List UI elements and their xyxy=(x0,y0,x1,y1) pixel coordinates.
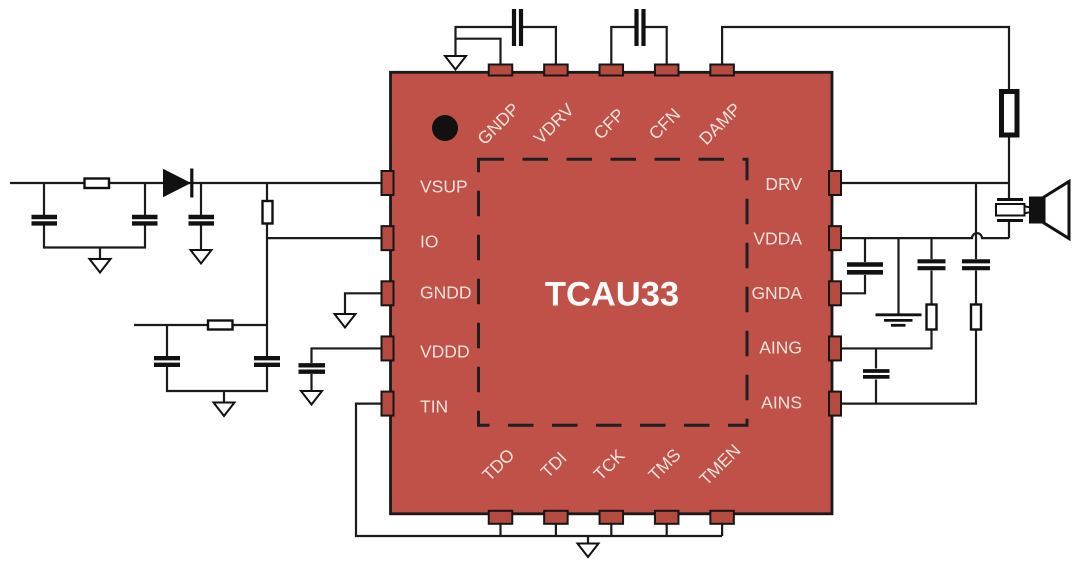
svg-text:DRV: DRV xyxy=(765,174,802,194)
svg-text:VDDA: VDDA xyxy=(753,229,802,249)
svg-text:GNDD: GNDD xyxy=(420,283,472,303)
svg-text:TIN: TIN xyxy=(420,397,448,417)
svg-text:IO: IO xyxy=(420,231,438,251)
svg-text:AING: AING xyxy=(759,338,802,358)
svg-text:GNDA: GNDA xyxy=(751,283,802,303)
svg-text:TCAU33: TCAU33 xyxy=(545,276,679,314)
svg-text:VSUP: VSUP xyxy=(420,176,468,196)
svg-text:AINS: AINS xyxy=(761,392,802,412)
svg-text:VDDD: VDDD xyxy=(420,341,470,361)
